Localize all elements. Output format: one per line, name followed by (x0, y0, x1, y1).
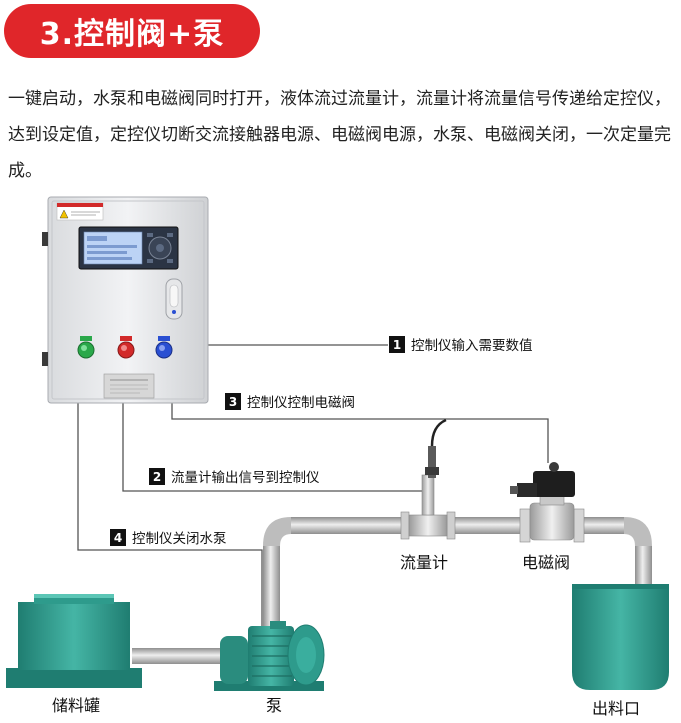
solenoid-valve (510, 462, 585, 543)
control-cabinet (42, 196, 209, 404)
step-caption-4: 4 控制仪关闭水泵 (110, 529, 227, 547)
step-caption-3: 3 控制仪控制电磁阀 (225, 393, 355, 411)
step-caption-2: 2 流量计输出信号到控制仪 (149, 468, 320, 486)
step-text: 控制仪控制电磁阀 (247, 395, 355, 411)
step-caption-1: 1 控制仪输入需要数值 (389, 336, 533, 354)
wire-step-3 (171, 403, 549, 463)
storage-tank (6, 594, 142, 688)
flowmeter-label: 流量计 (400, 553, 448, 572)
stop-button-red (117, 336, 135, 359)
flowmeter (400, 418, 456, 540)
section-title: 3.控制阀+泵 (39, 17, 225, 52)
pump-label: 泵 (266, 696, 282, 715)
door-handle (165, 278, 183, 320)
step-number: 4 (114, 531, 122, 545)
intro-paragraph: 一键启动，水泵和电磁阀同时打开，液体流过流量计，流量计将流量信号传递给定控仪，达… (8, 89, 671, 181)
controller-display (78, 226, 179, 270)
start-button-green (77, 336, 95, 359)
step-text: 控制仪输入需要数值 (411, 338, 533, 354)
wire-step-4 (77, 403, 263, 626)
hinge-bottom (42, 352, 48, 366)
warning-label (56, 202, 104, 221)
signal-wires (77, 344, 549, 626)
step-number: 3 (229, 395, 237, 409)
nameplate (103, 373, 155, 399)
outlet-label: 出料口 (592, 699, 640, 718)
reset-button-blue (155, 336, 173, 359)
step-text: 控制仪关闭水泵 (132, 531, 227, 547)
pump (214, 621, 325, 691)
solenoid-valve-label: 电磁阀 (522, 553, 570, 572)
hinge-top (42, 232, 48, 246)
step-number: 1 (393, 338, 401, 352)
outlet-tank (572, 584, 669, 690)
tank-outlet-pipe (132, 648, 227, 664)
warning-triangle-icon (59, 209, 69, 219)
storage-tank-label: 储料罐 (52, 696, 100, 715)
wire-step-2 (122, 403, 433, 492)
step-number: 2 (153, 470, 161, 484)
step-text: 流量计输出信号到控制仪 (171, 470, 320, 486)
flowmeter-cable (430, 418, 447, 447)
section-title-badge: 3.控制阀+泵 (4, 4, 260, 58)
